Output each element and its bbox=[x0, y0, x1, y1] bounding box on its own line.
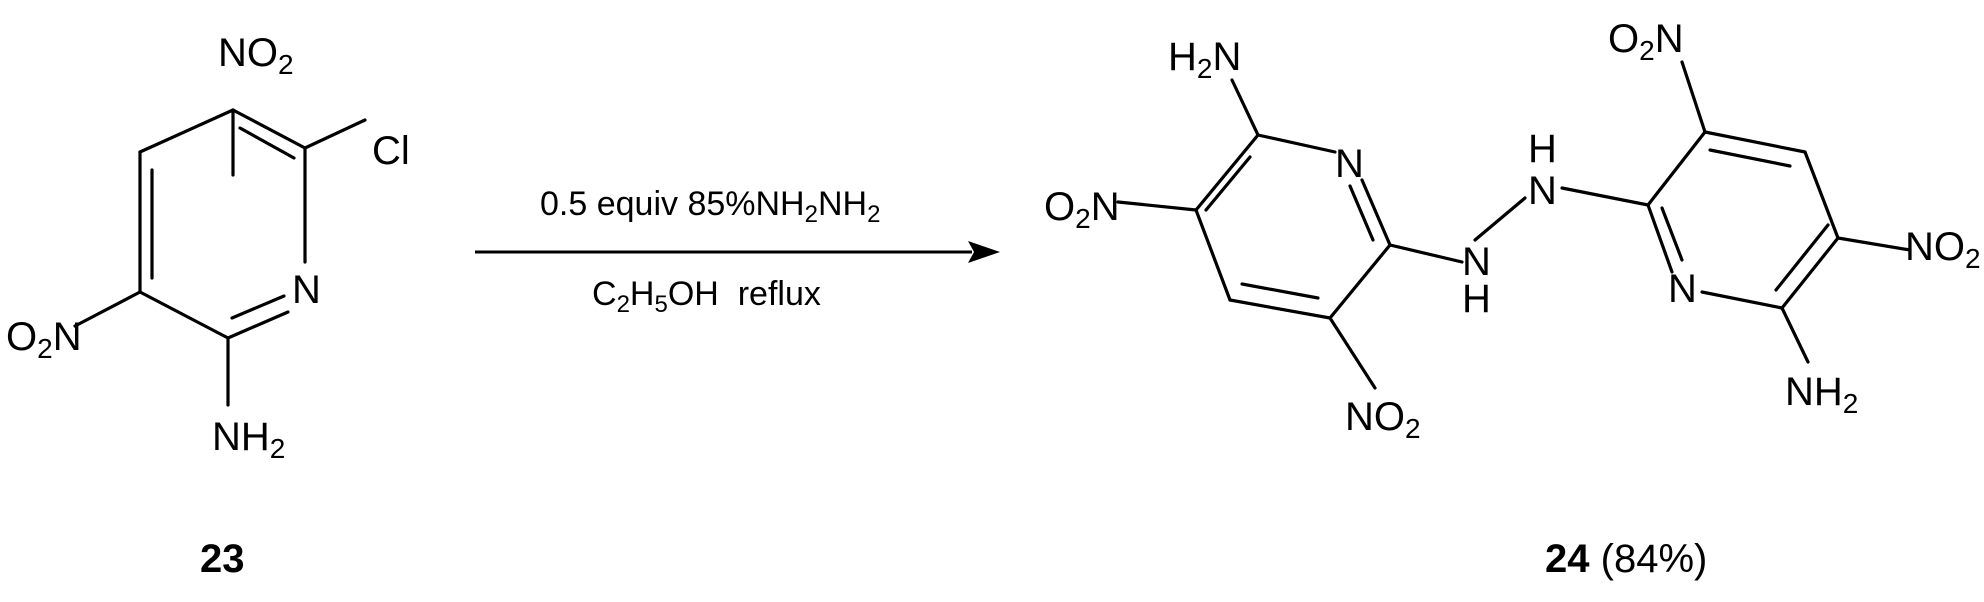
bond-l-c4-c3 bbox=[1228, 298, 1332, 320]
bond-r-nh2 bbox=[1780, 306, 1810, 364]
bond-r-no2-right bbox=[1836, 236, 1912, 252]
product-hydrazine-n-bottom: N bbox=[1462, 240, 1491, 284]
bond-r-c5-c6-inner bbox=[1774, 223, 1830, 292]
bond-r-c6-n bbox=[1700, 290, 1784, 310]
product-nitro-bottom-label: NO2 bbox=[1345, 395, 1421, 444]
product-ring-n-right-label: N bbox=[1668, 267, 1697, 311]
bond-r-c2-c3 bbox=[1646, 130, 1707, 207]
product-nitro-top-right-label: O2N bbox=[1608, 17, 1684, 66]
bond-n-c1-inner bbox=[230, 294, 286, 320]
reaction-arrow-head bbox=[968, 241, 1000, 263]
bond-r-n-c2-inner bbox=[1660, 206, 1684, 262]
bond-c4-c5 bbox=[231, 108, 307, 150]
bond-l-c5-c4 bbox=[1194, 208, 1232, 302]
bond-r-c4-c5 bbox=[1803, 150, 1840, 240]
bond-l-c6-n bbox=[1256, 133, 1337, 154]
reaction-arrow-group: 0.5 equiv 85%NH2NH2 C2H5OH reflux bbox=[475, 185, 1000, 318]
reactant-ring-n-label: N bbox=[292, 268, 321, 312]
product-hydrazine-n-top: N bbox=[1528, 169, 1557, 213]
bond-l-c6-c5 bbox=[1194, 133, 1260, 212]
reactant-structure: NO2 Cl N O2N NH2 23 bbox=[6, 31, 410, 581]
bond-l-nh2 bbox=[1230, 78, 1260, 137]
bond-l-c6-c5-inner bbox=[1204, 155, 1252, 212]
product-amino-top-label: H2N bbox=[1168, 35, 1241, 84]
bond-c4-c3 bbox=[138, 108, 235, 154]
reactant-chloro-label: Cl bbox=[372, 129, 410, 173]
bond-l-no2 bbox=[1116, 200, 1198, 212]
reactant-compound-number: 23 bbox=[200, 537, 245, 581]
product-hydrazine-h-top: H bbox=[1528, 127, 1557, 171]
bond-r-c3-c4-inner bbox=[1708, 148, 1792, 168]
product-nitro-right-label: NO2 bbox=[1905, 225, 1981, 274]
product-compound-label: 24 (84%) bbox=[1545, 537, 1707, 581]
reactant-nitro-top-label: NO2 bbox=[218, 31, 294, 80]
reactant-nitro-left-label: O2N bbox=[6, 315, 82, 364]
conditions-line1: 0.5 equiv 85%NH2NH2 bbox=[540, 185, 880, 228]
conditions-line2: C2H5OH reflux bbox=[592, 275, 821, 318]
bond-l-c2-n-inner bbox=[1348, 184, 1375, 242]
bond-l-c2-nh bbox=[1388, 243, 1464, 264]
bond-c2-no2 bbox=[73, 290, 142, 328]
bond-l-c3-no2 bbox=[1328, 316, 1377, 390]
bond-c5-cl bbox=[303, 118, 367, 150]
reactant-amino-label: NH2 bbox=[212, 415, 285, 464]
bond-l-c2-n bbox=[1360, 178, 1392, 247]
bond-r-c5-c6 bbox=[1780, 236, 1840, 310]
bond-r-c3-c4 bbox=[1703, 130, 1807, 154]
bond-l-c4-c3-inner bbox=[1240, 282, 1320, 300]
bond-c1-c2 bbox=[138, 290, 230, 340]
product-amino-bottom-label: NH2 bbox=[1785, 370, 1858, 419]
product-hydrazine-h-bottom: H bbox=[1462, 277, 1491, 321]
bond-nh-nh bbox=[1473, 196, 1527, 242]
product-ring-n-left-label: N bbox=[1335, 142, 1364, 186]
bond-r-n-c2 bbox=[1646, 203, 1674, 274]
bond-n-c1 bbox=[226, 310, 290, 340]
bond-l-c3-c2 bbox=[1328, 243, 1392, 320]
bond-c4-c5-inner bbox=[238, 126, 296, 160]
product-nitro-left-label: O2N bbox=[1044, 185, 1120, 234]
product-structure: H2N N O2N NO2 H N N H O2N NO2 N NH2 24 (… bbox=[1044, 17, 1981, 581]
bond-r-nh-c2 bbox=[1560, 186, 1650, 207]
bond-r-no2-top bbox=[1680, 60, 1707, 134]
